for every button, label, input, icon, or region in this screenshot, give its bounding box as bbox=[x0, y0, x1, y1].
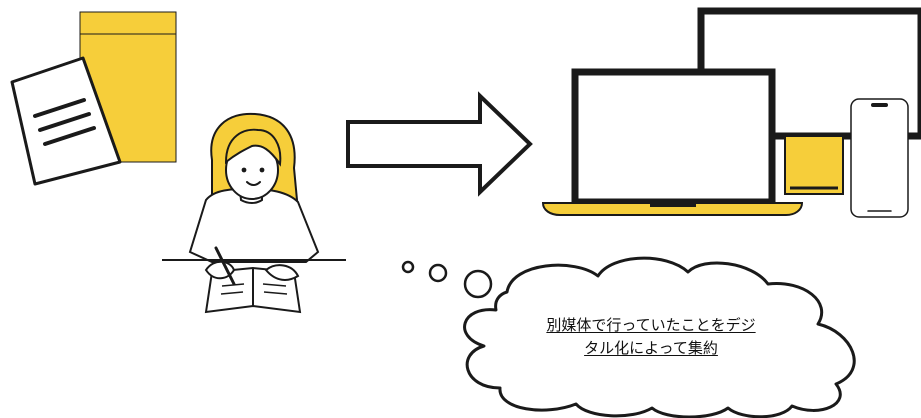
thought-cloud-icon bbox=[463, 256, 856, 418]
thought-dots-icon bbox=[401, 260, 493, 299]
thought-bubble-line-2: タル化によって集約 bbox=[584, 339, 718, 357]
thought-bubble-line-1: 別媒体で行っていたことをデジ bbox=[546, 316, 756, 334]
right-arrow-icon bbox=[346, 91, 533, 197]
document-icon bbox=[10, 56, 122, 186]
thought-bubble-text: 別媒体で行っていたことをデジ タル化によって集約 bbox=[520, 314, 782, 360]
smartphone-icon bbox=[850, 98, 909, 218]
laptop-icon bbox=[541, 68, 804, 216]
student-icon bbox=[162, 112, 346, 314]
